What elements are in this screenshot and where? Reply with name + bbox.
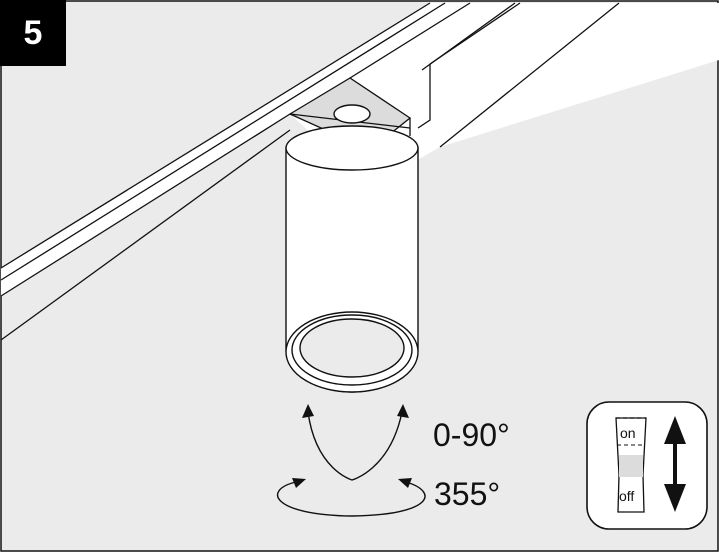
switch-off-label: off	[619, 488, 635, 504]
switch-on-label: on	[620, 425, 636, 441]
step-badge: 5	[0, 0, 66, 66]
rotation-angle-label: 355°	[434, 476, 501, 512]
switch-panel	[586, 401, 708, 530]
spotlight-fixture	[285, 104, 419, 393]
step-number: 5	[23, 14, 43, 52]
rotate-arrow-icon	[276, 478, 426, 517]
up-down-arrow-icon	[664, 416, 686, 512]
tilt-angle-label: 0-90°	[433, 417, 510, 453]
tilt-arrow-icon	[302, 404, 409, 481]
